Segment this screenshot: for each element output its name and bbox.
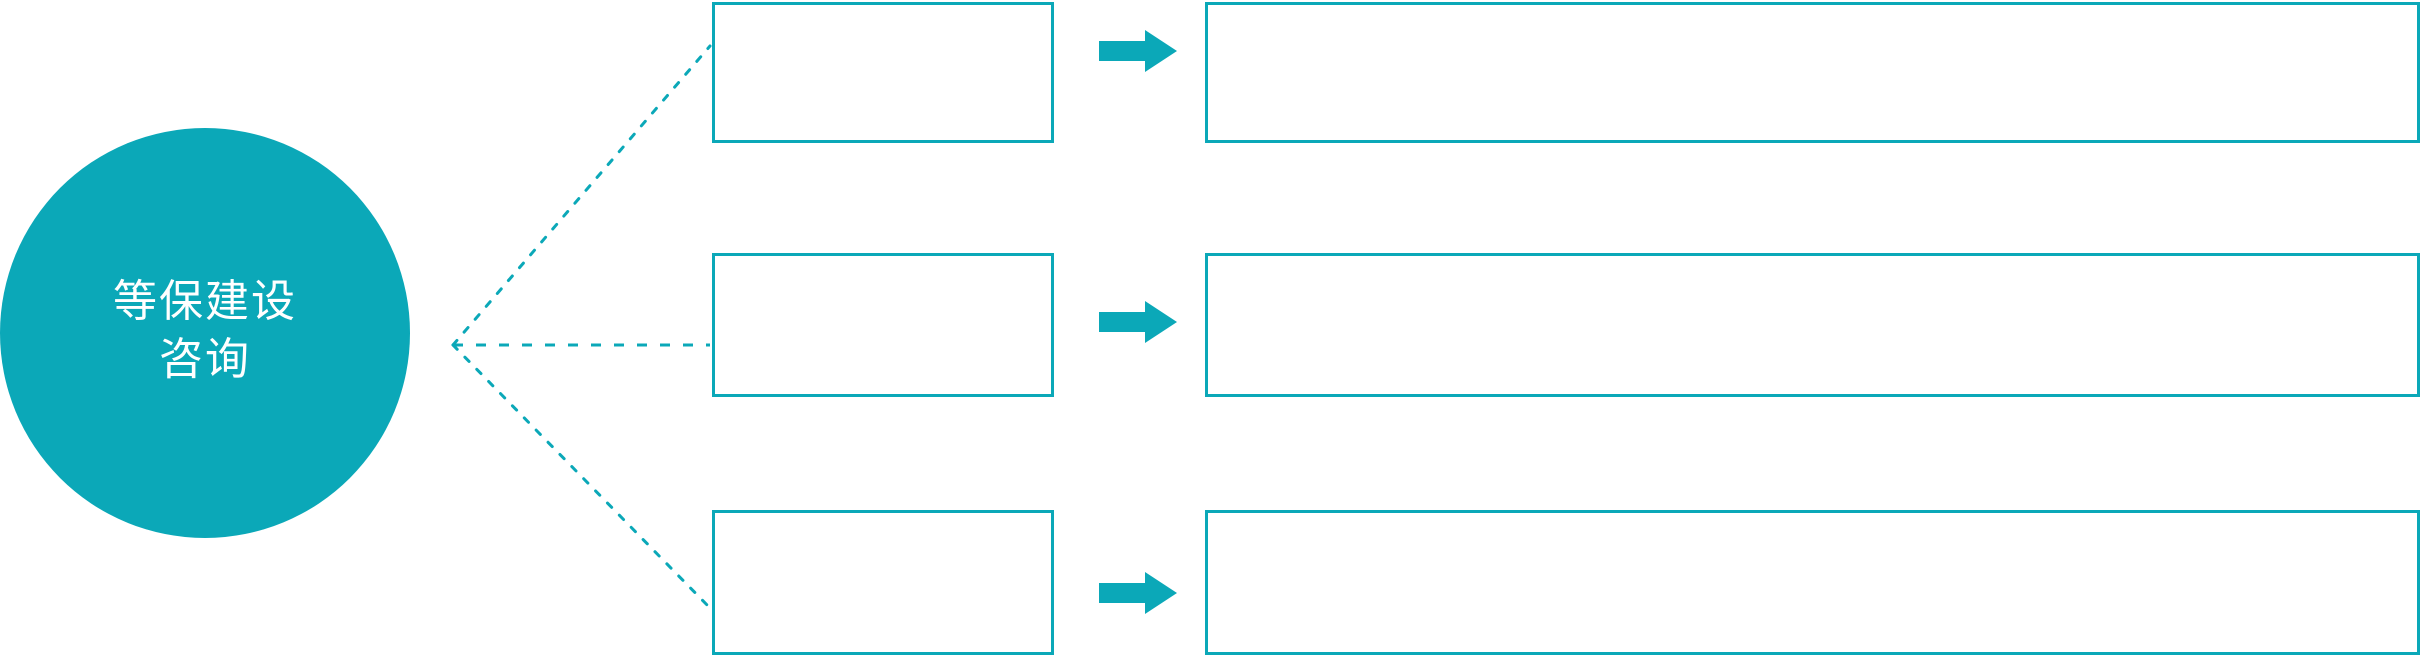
stage-box[interactable]: [712, 253, 1054, 397]
stage-box[interactable]: [712, 510, 1054, 655]
detail-box[interactable]: [1205, 2, 2420, 143]
diagram-row: [0, 253, 2434, 397]
detail-box[interactable]: [1205, 510, 2420, 655]
arrow-right-icon: [1099, 301, 1177, 343]
arrow-right-icon: [1099, 30, 1177, 72]
arrow-right-icon: [1099, 572, 1177, 614]
hub-circle[interactable]: 等保建设 咨询: [0, 128, 410, 538]
stage-box[interactable]: [712, 2, 1054, 143]
diagram-row: [0, 2, 2434, 143]
hub-label: 等保建设 咨询: [113, 276, 297, 384]
diagram-row: [0, 510, 2434, 655]
detail-box[interactable]: [1205, 253, 2420, 397]
